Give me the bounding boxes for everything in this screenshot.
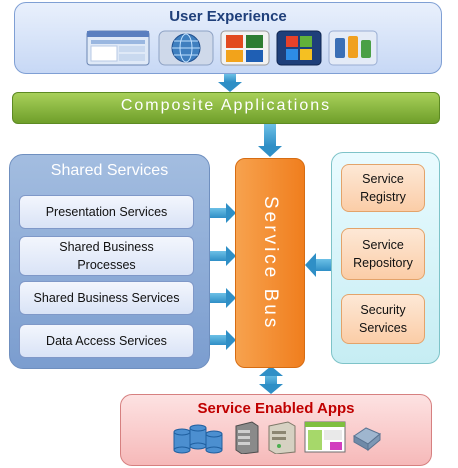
bus-apps-arrow	[259, 366, 283, 394]
web-browser-icon	[86, 30, 150, 66]
network-icon	[350, 422, 384, 452]
database-icon	[170, 422, 226, 454]
service-bus-label: Service Bus	[260, 195, 281, 331]
composite-applications-label: Composite Applications	[120, 97, 332, 114]
user-experience-title: User Experience	[169, 8, 287, 25]
composite-to-bus-arrow	[258, 124, 282, 157]
ux-to-composite-arrow	[218, 74, 242, 92]
presentation-services-box: Presentation Services	[19, 195, 194, 229]
composite-applications-bar	[12, 92, 440, 124]
service-repository-box: Service Repository	[341, 228, 425, 280]
globe-icon	[158, 30, 214, 66]
service-bus	[235, 158, 305, 368]
data-access-services-box: Data Access Services	[19, 324, 194, 358]
security-services-box: Security Services	[341, 294, 425, 344]
application-window-icon	[304, 418, 346, 454]
service-registry-box: Service Registry	[341, 164, 425, 212]
shared-services-title: Shared Services	[50, 162, 169, 179]
shared-business-processes-box: Shared Business Processes	[19, 236, 194, 276]
computer-icon	[266, 420, 298, 455]
service-bus-label-wrap: Service Bus	[235, 158, 305, 368]
service-enabled-apps-title: Service Enabled Apps	[197, 400, 355, 417]
shared-business-services-box: Shared Business Services	[19, 281, 194, 315]
windows-logo-icon	[276, 30, 322, 66]
server-icon	[232, 420, 260, 455]
office-icon	[220, 30, 270, 66]
mobile-devices-icon	[328, 30, 378, 66]
